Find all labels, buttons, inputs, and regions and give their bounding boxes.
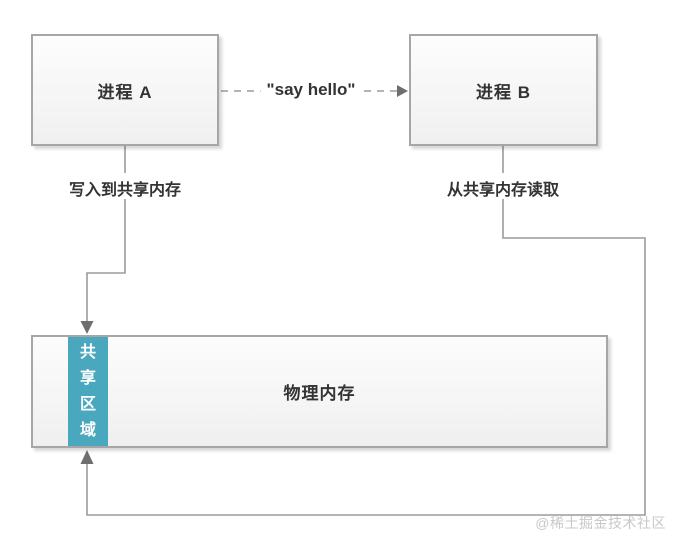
write-connector-lower <box>86 199 126 322</box>
shared-region-char: 域 <box>79 421 96 439</box>
process-b-box: 进程 B <box>409 34 598 146</box>
shared-region-strip: 共 享 区 域 <box>68 337 108 446</box>
message-label: "say hello" <box>260 80 362 100</box>
read-from-shared-memory-label: 从共享内存读取 <box>446 182 560 199</box>
shared-region-char: 共 <box>79 343 96 361</box>
watermark: @稀土掘金技术社区 <box>535 515 666 531</box>
shared-region-char: 区 <box>79 395 96 413</box>
process-a-box: 进程 A <box>31 34 219 146</box>
write-arrowhead-icon <box>80 321 94 334</box>
write-to-shared-memory-label: 写入到共享内存 <box>68 182 182 199</box>
shared-region-char: 享 <box>79 369 96 387</box>
message-arrowhead-icon <box>397 85 408 97</box>
read-arrowhead-icon <box>80 450 94 464</box>
process-a-label: 进程 A <box>97 82 153 102</box>
physical-memory-box: 物理内存 共 享 区 域 <box>31 335 608 448</box>
physical-memory-label: 物理内存 <box>283 384 356 403</box>
process-b-label: 进程 B <box>476 82 531 102</box>
